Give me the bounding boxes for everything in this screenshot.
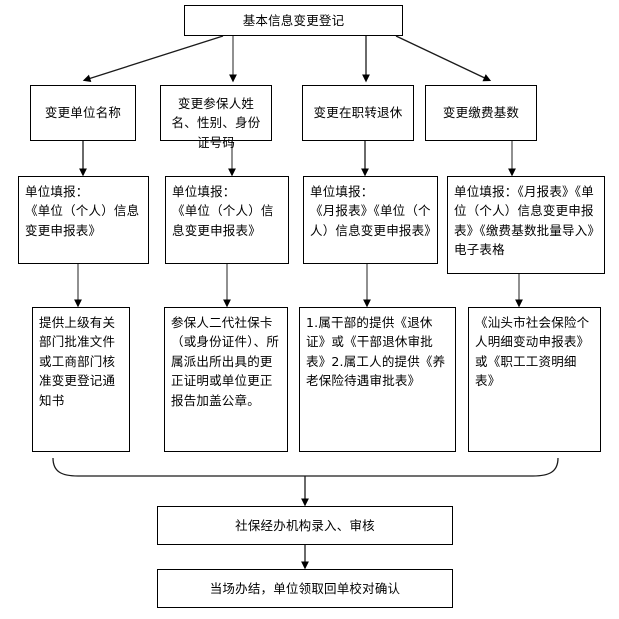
node-material-unit-name[interactable]: 提供上级有关部门批准文件或工商部门核准变更登记通知书 [32, 307, 130, 452]
node-material-insured-identity[interactable]: 参保人二代社保卡（或身份证件）、所属派出所出具的更正证明或单位更正报告加盖公章。 [164, 307, 288, 452]
node-form-retirement[interactable]: 单位填报： 《月报表》《单位（个人）信息变更申报表》 [303, 176, 438, 264]
connector-categories-to-forms [79, 141, 516, 177]
node-social-security-agency-entry-review[interactable]: 社保经办机构录入、审核 [157, 506, 453, 545]
node-material-retirement[interactable]: 1.属干部的提供《退休证》或《干部退休审批表》2.属工人的提供《养老保险待遇审批… [299, 307, 456, 452]
node-change-unit-name[interactable]: 变更单位名称 [30, 85, 136, 141]
node-form-unit-name[interactable]: 单位填报： 《单位（个人）信息变更申报表》 [18, 176, 149, 264]
node-change-contribution-base[interactable]: 变更缴费基数 [425, 85, 537, 141]
node-form-insured-identity[interactable]: 单位填报： 《单位（个人）信息变更申报表》 [165, 176, 289, 264]
node-basic-info-change-registration[interactable]: 基本信息变更登记 [184, 5, 403, 36]
node-material-contribution-base[interactable]: 《汕头市社会保险个人明细变动申报表》或《职工工资明细表》 [468, 307, 601, 452]
connector-title-to-categories [82, 35, 492, 83]
node-on-site-completion-receipt[interactable]: 当场办结，单位领取回单校对确认 [157, 569, 453, 608]
node-change-active-to-retired[interactable]: 变更在职转退休 [302, 85, 414, 141]
connector-materials-merge-brace [52, 457, 559, 507]
node-form-contribution-base[interactable]: 单位填报：《月报表》《单位（个人）信息变更申报表》《缴费基数批量导入》电子表格 [447, 176, 605, 274]
node-change-insured-person-identity[interactable]: 变更参保人姓名、性别、身份证号码 [160, 85, 272, 150]
